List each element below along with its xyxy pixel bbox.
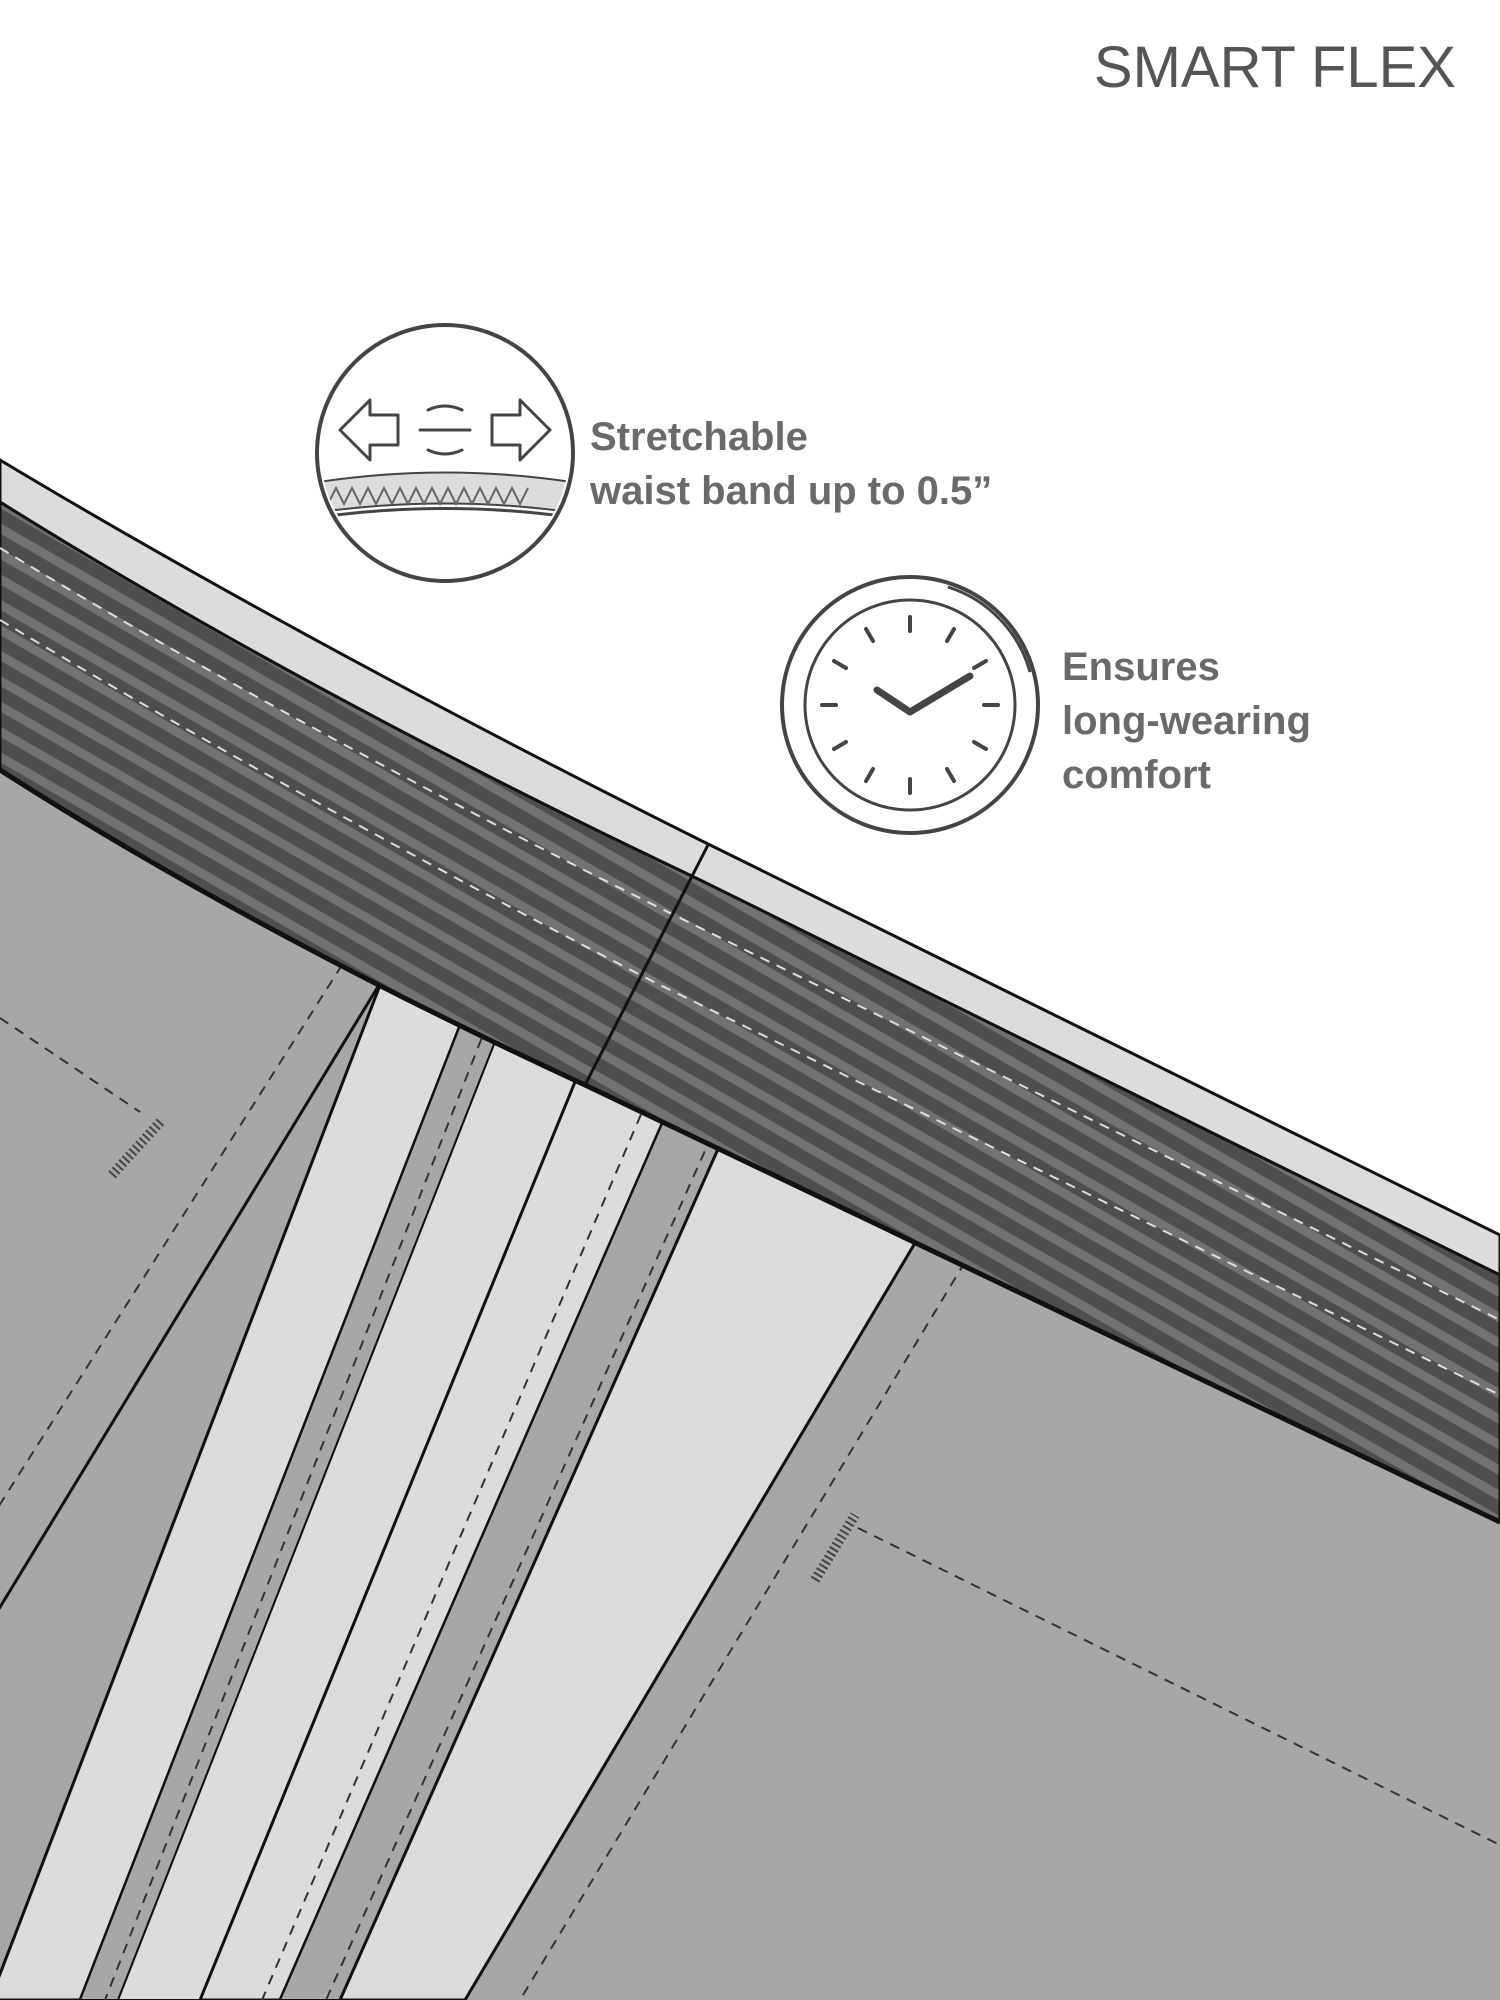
feature-stretch-text: Stretchable waist band up to 0.5”	[590, 410, 992, 518]
brand-title: SMART FLEX	[1093, 35, 1456, 100]
waistband	[0, 458, 1500, 1525]
feature-comfort-line-3: comfort	[1062, 753, 1211, 797]
clock-icon	[780, 575, 1040, 835]
stretch-arrows-icon	[315, 323, 575, 583]
feature-stretch-line-1: Stretchable	[590, 415, 808, 459]
feature-comfort-line-1: Ensures	[1062, 645, 1220, 689]
feature-comfort-line-2: long-wearing	[1062, 699, 1311, 743]
feature-stretch-line-2: waist band up to 0.5”	[590, 469, 993, 513]
bartack-stitch-left	[108, 1116, 166, 1179]
feature-comfort-text: Ensures long-wearing comfort	[1062, 640, 1311, 802]
